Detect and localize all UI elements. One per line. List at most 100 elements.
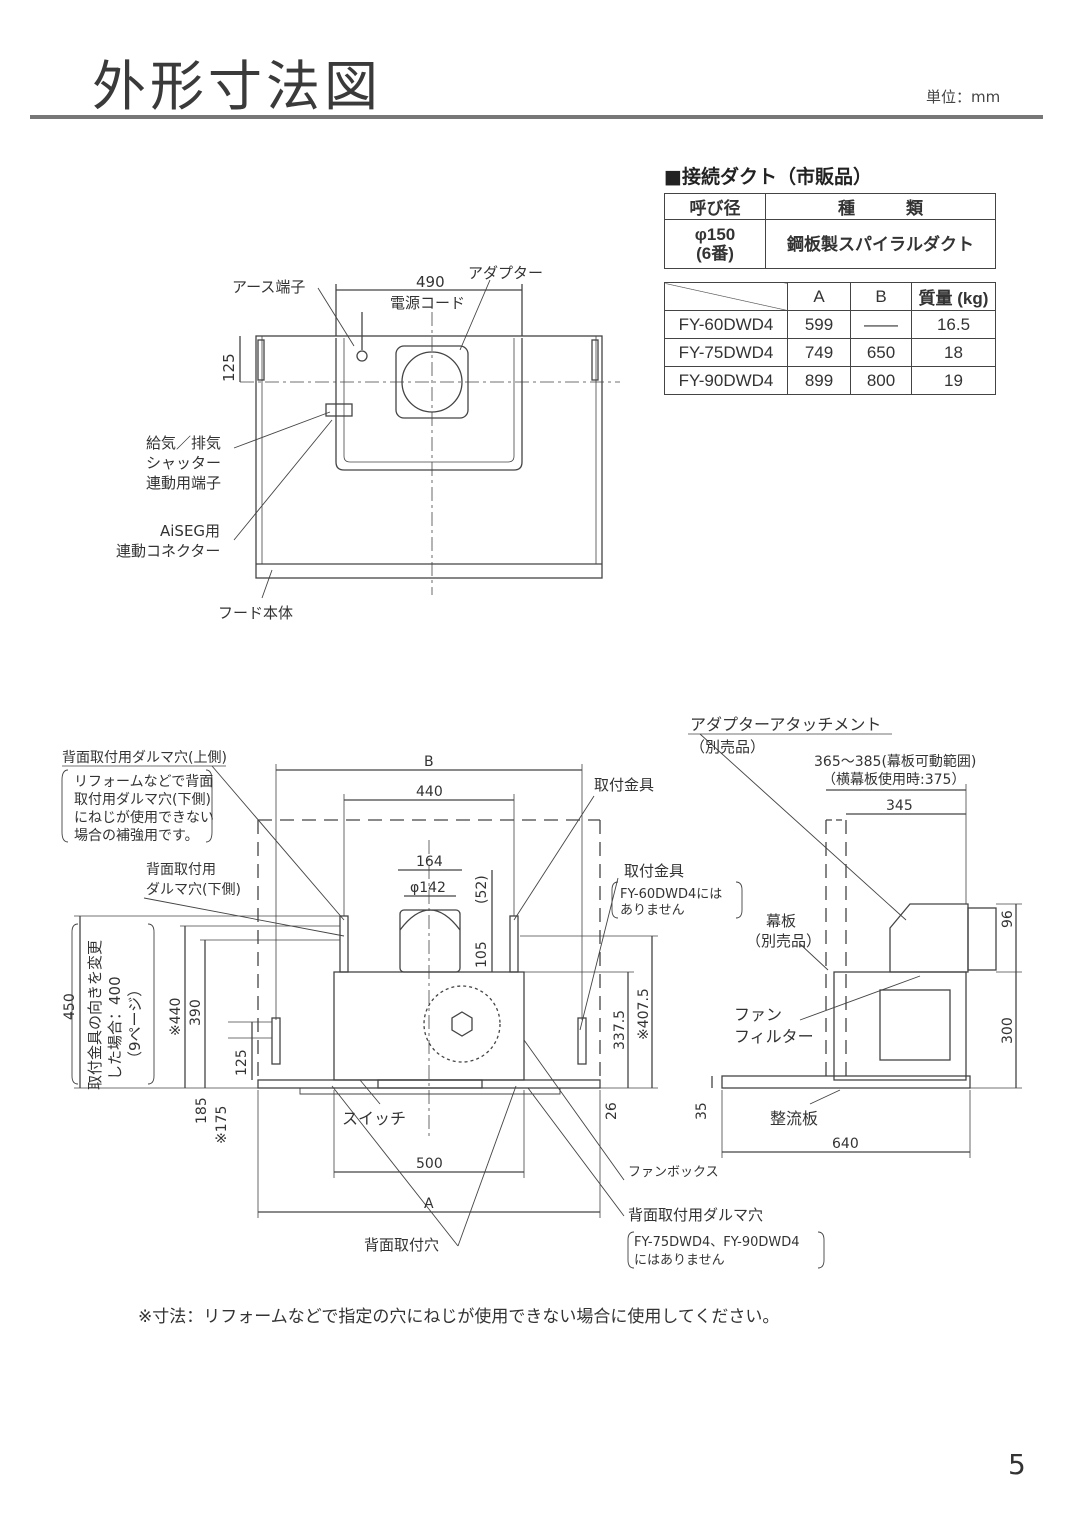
fan-box-outline xyxy=(335,338,523,471)
leader-aiseg xyxy=(233,419,333,541)
leader-hood xyxy=(261,569,273,599)
dim-35: 35 xyxy=(694,1102,710,1120)
spec-b: 800 xyxy=(850,366,912,395)
dim-450: 450 xyxy=(62,993,78,1020)
label-attach-2: （別売品） xyxy=(690,738,765,756)
dim-x175: ※175 xyxy=(214,1106,230,1144)
label-aiseg-1: AiSEG用 xyxy=(160,522,220,540)
label-back-hole: 背面取付用ダルマ穴 xyxy=(628,1206,763,1224)
bracket-note-brace-right xyxy=(735,881,743,919)
side-rectifier xyxy=(721,1075,971,1089)
front-view xyxy=(61,764,825,1269)
leader-upper-hole xyxy=(211,765,345,921)
shutter-terminal xyxy=(325,403,353,417)
bracket-note-brace-left xyxy=(611,881,619,919)
dim-a: A xyxy=(424,1196,434,1212)
label-shutter-3: 連動用端子 xyxy=(146,474,221,492)
dim-52: (52) xyxy=(474,875,490,904)
dim-96: 96 xyxy=(1000,910,1016,928)
label-aiseg-2: 連動コネクター xyxy=(116,542,220,560)
label-back-hole-note-2: にはありません xyxy=(634,1253,725,1268)
label-bracket-note-2: ありません xyxy=(620,903,685,918)
side-fan-filter xyxy=(879,989,951,1061)
back-hole-brace-left xyxy=(627,1231,635,1269)
label-fan-box: ファンボックス xyxy=(628,1165,719,1180)
dim-300: 300 xyxy=(1000,1017,1016,1044)
leader-rectifier xyxy=(809,1089,841,1105)
label-shutter-2: シャッター xyxy=(146,454,221,472)
dim-125-front: 125 xyxy=(234,1049,250,1076)
leader-back-mount-1 xyxy=(457,1085,517,1247)
unit-label: 単位：mm xyxy=(926,88,1001,106)
switch-panel xyxy=(377,1079,483,1089)
duct-diameter-value: φ150 xyxy=(694,225,736,244)
spec-table: A B 質量 (kg) FY-60DWD4 599 —— 16.5 FY-75D… xyxy=(664,282,996,395)
spec-model: FY-60DWD4 xyxy=(664,310,788,339)
left-bracket xyxy=(257,339,265,381)
duct-diameter-cell: φ150 (6番) xyxy=(664,219,766,269)
label-back-hole-note-1: FY-75DWD4、FY-90DWD4 xyxy=(634,1235,800,1250)
spec-model: FY-75DWD4 xyxy=(664,338,788,367)
dim-500: 500 xyxy=(416,1156,443,1172)
leader-lower-hole xyxy=(143,897,345,937)
spec-b: —— xyxy=(850,310,912,339)
hood-inner-line xyxy=(261,335,597,565)
footnote: ※寸法：リフォームなどで指定の穴にねじが使用できない場合に使用してください。 xyxy=(138,1307,780,1327)
label-hood-body: フード本体 xyxy=(218,604,293,622)
label-switch: スイッチ xyxy=(342,1109,406,1128)
dim-490: 490 xyxy=(416,273,445,291)
side-view-labels: アダプターアタッチメント （別売品） 365〜385(幕板可動範囲) （横幕板使… xyxy=(690,715,1016,1152)
fan-box-inner xyxy=(343,338,515,463)
top-view-labels: アース端子 490 アダプター 電源コード 125 給気／排気 シャッター 連動… xyxy=(116,264,543,622)
rotate-brace-top xyxy=(71,923,79,1085)
duct-type-value: 鋼板製スパイラルダクト xyxy=(765,219,996,269)
duct-col-diameter: 呼び径 xyxy=(664,193,766,220)
label-fan-2: フィルター xyxy=(734,1027,814,1046)
dim-b: B xyxy=(424,754,434,770)
leader-bracket xyxy=(579,877,619,1031)
table-row: FY-75DWD4 749 650 18 xyxy=(664,338,996,367)
dim-26: 26 xyxy=(604,1102,620,1120)
label-adapter: アダプター xyxy=(468,264,543,282)
leader-fan-filter xyxy=(799,975,921,1021)
label-note-1: リフォームなどで背面 xyxy=(74,774,213,790)
leader-shutter xyxy=(233,411,331,449)
hood-outline xyxy=(255,335,603,579)
rectifier-plate xyxy=(299,1088,561,1095)
label-bracket-top: 取付金具 xyxy=(594,776,654,794)
leader-curtain xyxy=(799,943,829,971)
dim-440: 440 xyxy=(416,784,443,800)
table-row: FY-60DWD4 599 —— 16.5 xyxy=(664,310,996,339)
dim-x440: ※440 xyxy=(168,998,184,1036)
side-fan-box xyxy=(833,971,967,1081)
label-upper-hole: 背面取付用ダルマ穴(上側) xyxy=(62,750,227,766)
spec-mass: 19 xyxy=(911,366,996,395)
spec-a: 749 xyxy=(787,338,851,367)
dim-x4075: ※407.5 xyxy=(636,988,652,1040)
back-hole-brace-right xyxy=(817,1231,825,1269)
dim-164: 164 xyxy=(416,854,443,870)
spec-header-a: A xyxy=(787,282,851,311)
adapter-dome xyxy=(399,909,461,931)
label-lower-hole-1: 背面取付用 xyxy=(146,862,216,878)
dim-390: 390 xyxy=(188,999,204,1026)
right-side-bracket xyxy=(577,1017,587,1065)
leader-switch xyxy=(359,1079,381,1105)
label-rotate-3: （9ページ） xyxy=(126,982,144,1066)
label-power-cord: 電源コード xyxy=(390,294,465,312)
spec-header-mass: 質量 (kg) xyxy=(911,282,996,311)
label-earth: アース端子 xyxy=(232,278,305,296)
label-note-4: 場合の補強用です。 xyxy=(74,828,199,844)
label-fan-1: ファン xyxy=(734,1005,782,1024)
dim-3375: 337.5 xyxy=(612,1010,628,1050)
spec-a: 599 xyxy=(787,310,851,339)
leader-adapter xyxy=(459,279,491,351)
spec-model: FY-90DWD4 xyxy=(664,366,788,395)
label-bracket-note-1: FY-60DWD4には xyxy=(620,887,722,902)
spec-header-blank xyxy=(664,282,788,311)
label-curtain-2: （別売品） xyxy=(746,932,821,950)
leader-attachment xyxy=(699,733,907,921)
label-rotate-2: した場合：400 xyxy=(106,976,124,1080)
leader-fan-box xyxy=(523,1039,625,1181)
title-rule xyxy=(30,115,1043,119)
